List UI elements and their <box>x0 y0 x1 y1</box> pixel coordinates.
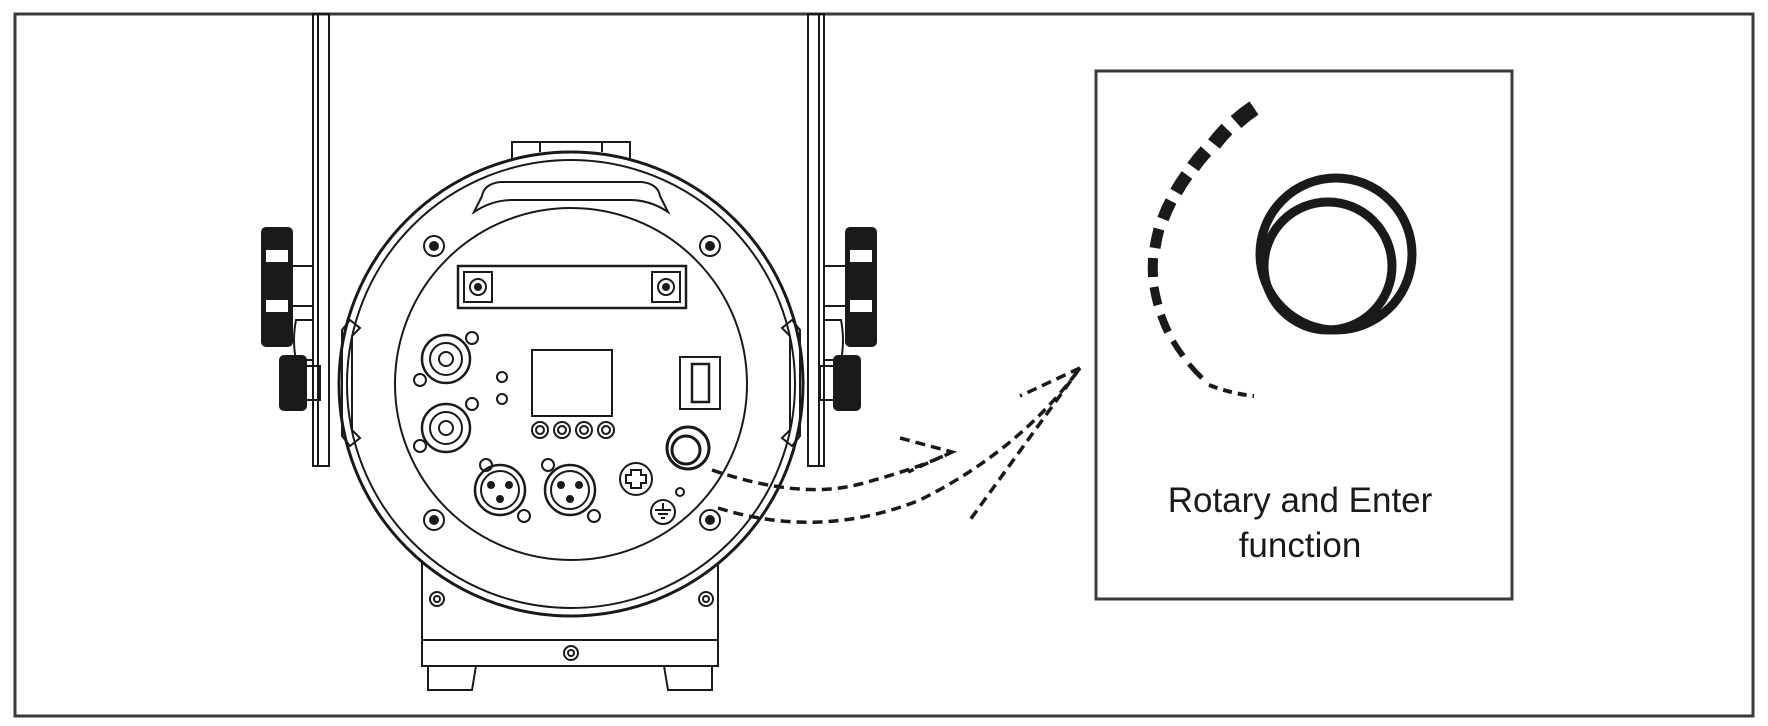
dmx-in-connector <box>473 458 531 523</box>
rotary-knob-icon <box>1255 173 1417 335</box>
lock-knob-right <box>819 227 877 411</box>
callout-label: Rotary and Enter function <box>1100 478 1500 568</box>
dmx-out-connector <box>541 458 601 523</box>
housing-outer-ring <box>337 150 805 618</box>
outer-frame <box>13 12 1755 718</box>
power-switch <box>679 356 721 410</box>
light-fixture <box>261 13 877 691</box>
fuse-holder <box>619 462 653 496</box>
power-in-connector <box>413 331 479 387</box>
rotary-encoder-fixture <box>665 425 711 471</box>
rear-handle <box>456 264 688 310</box>
rotation-arc-icon <box>1147 101 1259 398</box>
callout-label-line1: Rotary and Enter <box>1167 481 1433 520</box>
yoke-arm-right <box>807 13 825 467</box>
ground-terminal <box>650 499 676 525</box>
lock-knob-left <box>261 227 321 411</box>
callout-arrows <box>711 366 1082 524</box>
fixture-base <box>421 548 719 691</box>
yoke-arm-left <box>312 13 330 467</box>
callout-label-line2: function <box>1238 526 1362 565</box>
menu-buttons <box>531 421 615 439</box>
back-panel <box>394 207 748 561</box>
power-out-connector <box>413 397 479 454</box>
callout-box <box>1094 69 1514 601</box>
lcd-display <box>531 349 613 417</box>
